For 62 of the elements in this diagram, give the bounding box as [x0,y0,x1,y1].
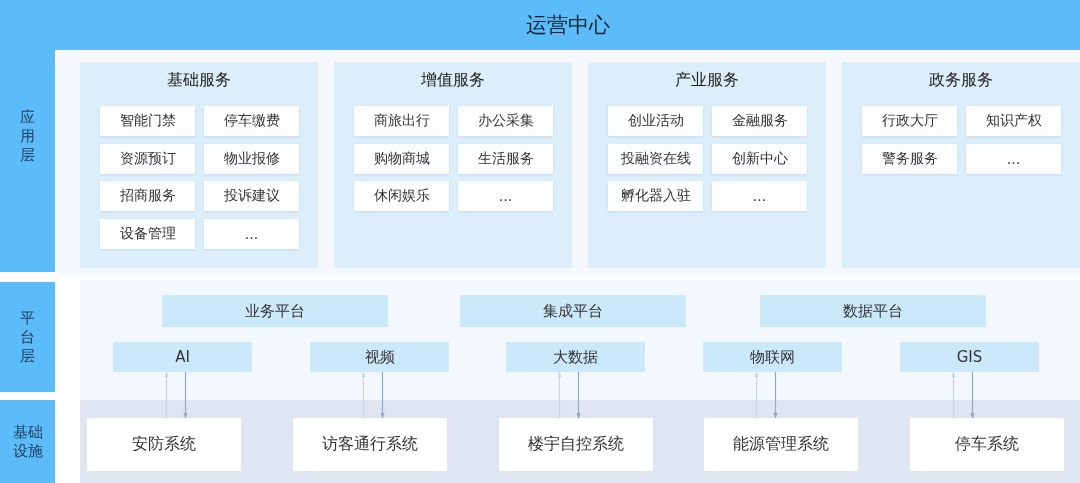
technology-box: 大数据 [506,342,645,372]
group-panel [842,62,1080,268]
layer-label: 应用层 [0,0,55,272]
group-panel [80,62,318,268]
panel-background [80,400,1080,483]
arrow [970,371,975,419]
technology-box: GIS [900,342,1039,372]
technology-box: 视频 [310,342,449,372]
service-item: 资源预订 [100,144,195,174]
panel-heading: 产业服务 [674,70,740,91]
service-item: 投诉建议 [204,181,299,211]
service-item: 金融服务 [712,106,807,136]
arrow [576,371,581,419]
system-box: 安防系统 [87,418,241,471]
service-item: 物业报修 [204,144,299,174]
system-box: 能源管理系统 [704,418,858,471]
system-box: 访客通行系统 [293,418,447,471]
service-item: 行政大厅 [862,106,957,136]
service-item: 警务服务 [862,144,957,174]
service-item: 创新中心 [712,144,807,174]
arrow [754,371,759,419]
service-item: 购物商城 [354,144,449,174]
panel-background [57,52,1080,276]
layer-label: 平台层 [0,282,55,392]
service-item: 设备管理 [100,219,195,249]
panel-heading: 增值服务 [420,70,486,91]
technology-box: 物联网 [703,342,842,372]
group-panel [334,62,572,268]
service-item: ... [966,144,1061,174]
panel-heading: 政务服务 [928,70,994,91]
service-item: 生活服务 [458,144,553,174]
arrow [380,371,385,419]
service-item: 创业活动 [608,106,703,136]
layer-label: 基础设施 [0,400,55,483]
service-item: 投融资在线 [608,144,703,174]
system-box: 停车系统 [910,418,1064,471]
service-item: 停车缴费 [204,106,299,136]
service-item: 智能门禁 [100,106,195,136]
service-item: 孵化器入驻 [608,181,703,211]
service-item: ... [204,219,299,249]
service-item: ... [458,181,553,211]
arrow [773,371,778,419]
service-item: 商旅出行 [354,106,449,136]
service-item: 知识产权 [966,106,1061,136]
system-box: 楼宇自控系统 [499,418,653,471]
service-item: 休闲娱乐 [354,181,449,211]
header-band: 运营中心 [55,0,1080,50]
panel-background [80,280,1080,400]
service-item: 招商服务 [100,181,195,211]
service-item: ... [712,181,807,211]
panel-heading: 基础服务 [166,70,232,91]
arrow [183,371,188,419]
platform-box: 集成平台 [460,295,686,327]
group-panel [588,62,826,268]
service-item: 办公采集 [458,106,553,136]
platform-box: 数据平台 [760,295,986,327]
arrow [164,371,169,419]
platform-box: 业务平台 [162,295,388,327]
arrow [557,371,562,419]
arrow [361,371,366,419]
technology-box: AI [113,342,252,372]
arrow [951,371,956,419]
